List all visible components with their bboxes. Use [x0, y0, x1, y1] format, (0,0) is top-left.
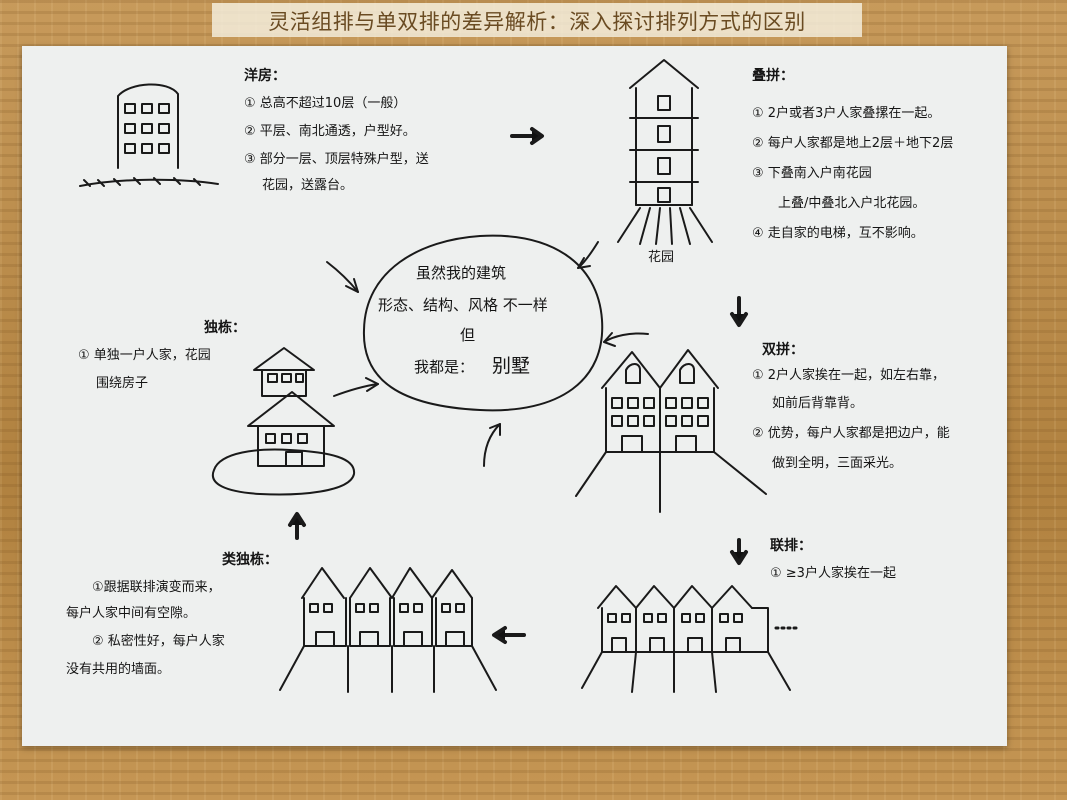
shuangpin-line-1: ① 2户人家挨在一起，如左右靠，: [752, 368, 946, 383]
yangfang-line-1: ① 总高不超过10层（一般）: [244, 96, 407, 111]
diepai-garden-label: 花园: [648, 250, 675, 265]
leidudong-line-4: 没有共用的墙面。: [66, 662, 171, 677]
leidudong-line-3: ② 私密性好，每户人家: [92, 634, 225, 649]
apartment-building-drawing: [79, 83, 219, 187]
townhouse-row-drawing: [581, 585, 798, 693]
shuangpin-line-4: 做到全明，三面采光。: [772, 456, 903, 471]
diepai-line-5: ④ 走自家的电梯，互不影响。: [752, 226, 924, 241]
lianpai-line-1: ① ≥3户人家挨在一起: [770, 566, 896, 581]
leidudong-line-2: 每户人家中间有空隙。: [66, 606, 197, 621]
center-line-3: 但: [460, 326, 476, 344]
flow-arrow-icon: [288, 127, 748, 644]
center-villa-label: 别墅: [492, 355, 531, 377]
semi-detached-house-drawing: [575, 349, 767, 513]
dudong-line-1: ① 单独一户人家，花园: [78, 348, 211, 363]
shuangpin-line-3: ② 优势，每户人家都是把边户，能: [752, 426, 950, 441]
yangfang-line-3: ③ 部分一层、顶层特殊户型，送: [244, 152, 429, 167]
stacked-house-tower-drawing: [617, 59, 713, 245]
arrow-icon: [326, 241, 649, 467]
detached-villa-drawing: [211, 347, 356, 496]
diepai-line-1: ① 2户或者3户人家叠摞在一起。: [752, 106, 941, 121]
center-line-4: 我都是：: [414, 358, 475, 376]
center-line-1: 虽然我的建筑: [416, 264, 507, 282]
banner-title: 灵活组排与单双排的差异解析：深入探讨排列方式的区别: [268, 10, 806, 34]
diepai-line-4: 上叠/中叠北入户北花园。: [778, 196, 926, 211]
center-line-2: 形态、结构、风格 不一样: [378, 296, 548, 314]
yangfang-line-2: ② 平层、南北通透，户型好。: [244, 124, 416, 139]
dudong-line-2: 围绕房子: [96, 376, 149, 391]
diepai-line-3: ③ 下叠南入户南花园: [752, 166, 872, 181]
shuangpin-line-2: 如前后背靠背。: [772, 396, 864, 411]
shuangpin-title: 双拼：: [762, 342, 804, 358]
paper-sheet: [22, 46, 1007, 746]
diepai-title: 叠拼：: [752, 68, 794, 84]
title-banner: [212, 3, 862, 37]
leidudong-line-1: ①跟据联排演变而来，: [92, 580, 221, 595]
yangfang-title: 洋房：: [244, 68, 286, 84]
leidudong-title: 类独栋：: [222, 552, 278, 568]
quasi-detached-house-drawing: [279, 567, 497, 693]
dudong-title: 独栋：: [204, 320, 246, 336]
diepai-line-2: ② 每户人家都是地上2层＋地下2层: [752, 136, 954, 151]
yangfang-line-4: 花园，送露台。: [262, 178, 354, 193]
lianpai-title: 联排：: [770, 538, 812, 554]
center-circle: [362, 234, 604, 412]
